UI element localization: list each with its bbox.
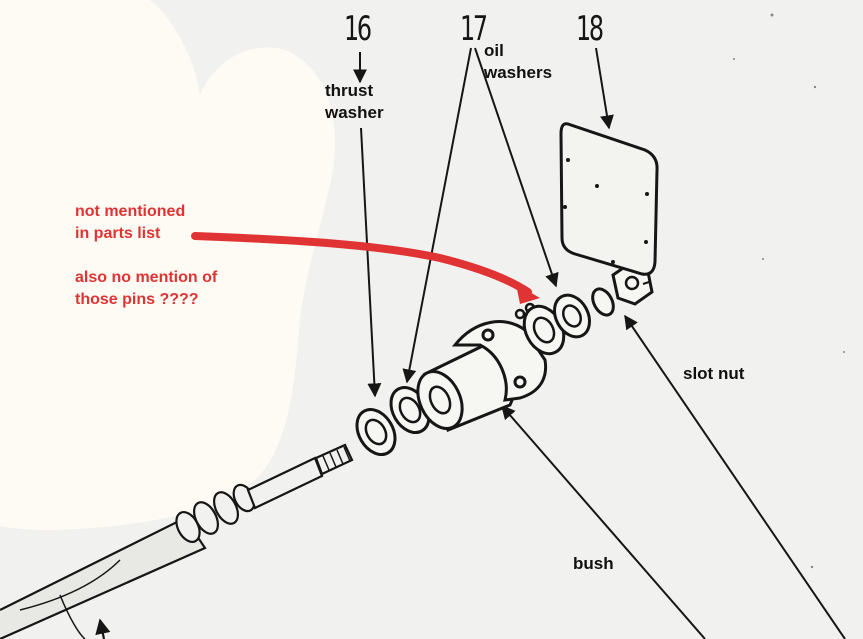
oil-washer-17-right-1	[522, 304, 566, 356]
shaft	[0, 443, 354, 639]
bush-body	[416, 320, 548, 432]
label-thrust-washer-line2: washer	[325, 103, 384, 122]
label-oil-washers-line2: washers	[484, 63, 553, 82]
scan-specks	[733, 13, 845, 569]
label-bush: bush	[573, 554, 614, 573]
callout-number-17: 17	[460, 9, 488, 49]
leader-slot-nut	[624, 314, 846, 639]
annotation-pins: also no mention of those pins ????	[75, 267, 217, 311]
shaft-thread	[314, 443, 354, 476]
highlight-blob	[0, 0, 335, 531]
annotation-not-mentioned-line2: in parts list	[75, 225, 161, 242]
leader-17-left	[402, 47, 472, 384]
leader-18	[595, 47, 614, 130]
oil-washer-17-right-2	[552, 293, 592, 339]
label-oil-washers-line1: oil	[484, 41, 504, 60]
leader-lines	[353, 47, 846, 639]
red-annotation-arrow	[191, 232, 540, 304]
label-oil-washers: oil washers	[484, 40, 552, 84]
label-slot-nut: slot nut	[683, 364, 745, 383]
leader-thrust-washer	[360, 127, 382, 398]
gasket-18	[559, 122, 659, 276]
leader-17-right	[474, 47, 559, 288]
annotation-pins-line1: also no mention of	[75, 269, 218, 286]
annotation-pins-line2: those pins ????	[75, 291, 199, 308]
shaft-ring-3	[212, 491, 240, 525]
thrust-washer-16	[355, 408, 397, 456]
pin-1	[514, 308, 526, 320]
annotation-not-mentioned: not mentioned in parts list	[75, 201, 185, 245]
label-thrust-washer-line1: thrust	[325, 81, 374, 100]
label-thrust-washer: thrust washer	[325, 80, 384, 124]
annotation-not-mentioned-line1: not mentioned	[75, 203, 186, 220]
callout-number-18: 18	[576, 9, 604, 49]
shaft-ring-2	[192, 501, 220, 535]
leader-bush	[501, 404, 706, 639]
callout-number-16: 16	[344, 9, 372, 49]
